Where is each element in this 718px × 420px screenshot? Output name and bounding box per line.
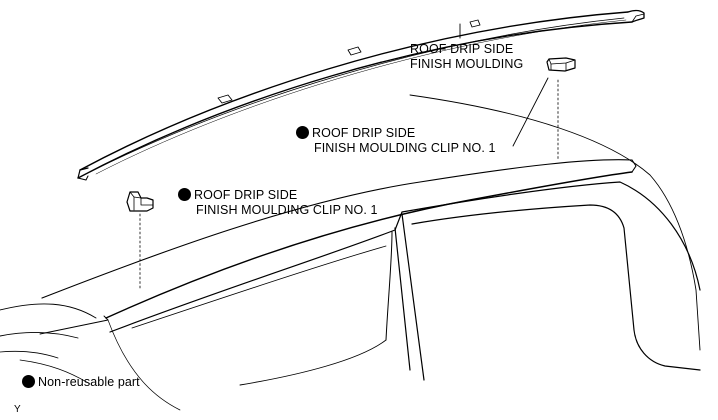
- label-clip-right-line2: FINISH MOULDING CLIP NO. 1: [314, 141, 496, 155]
- moulding-clip-right: [546, 57, 576, 72]
- label-clip-right: ROOF DRIP SIDE FINISH MOULDING CLIP NO. …: [296, 126, 496, 156]
- non-reusable-dot-icon: [178, 188, 191, 201]
- vehicle-body: [0, 94, 701, 411]
- roof-drip-side-finish-moulding: [77, 9, 645, 181]
- legend-non-reusable: Non-reusable part: [22, 375, 140, 390]
- label-clip-left: ROOF DRIP SIDE FINISH MOULDING CLIP NO. …: [178, 188, 378, 218]
- label-moulding-line2: FINISH MOULDING: [410, 57, 524, 71]
- moulding-clip-left: [126, 191, 154, 212]
- label-clip-right-line1: ROOF DRIP SIDE: [312, 126, 416, 140]
- leader-line-clip-right: [512, 77, 549, 147]
- figure-code: Y: [14, 404, 21, 415]
- label-moulding-line1: ROOF DRIP SIDE: [410, 42, 514, 56]
- legend-non-reusable-text: Non-reusable part: [38, 375, 140, 389]
- non-reusable-dot-icon: [22, 375, 35, 388]
- non-reusable-dot-icon: [296, 126, 309, 139]
- label-clip-left-line2: FINISH MOULDING CLIP NO. 1: [196, 203, 378, 217]
- label-clip-left-line1: ROOF DRIP SIDE: [194, 188, 298, 202]
- label-roof-drip-side-finish-moulding: ROOF DRIP SIDE FINISH MOULDING: [410, 42, 523, 72]
